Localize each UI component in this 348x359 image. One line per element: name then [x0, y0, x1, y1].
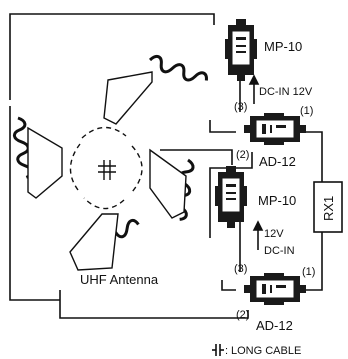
- mp10-top-unit-icon: [224, 18, 258, 82]
- ad12-bottom-label: AD-12: [256, 318, 293, 333]
- wire-top: [9, 13, 215, 100]
- uhf-antenna-label: UHF Antenna: [80, 272, 159, 287]
- wire-right-top: [300, 131, 323, 182]
- cable-coil-top-icon: [146, 52, 210, 88]
- power-arrow-top-icon: [248, 74, 260, 104]
- rx1-box: [313, 181, 343, 233]
- ad12-bottom-port-2: (2): [236, 309, 249, 321]
- ad12-top-port-2: (2): [236, 149, 249, 161]
- dc-in-top-label: DC-IN 12V: [259, 86, 313, 98]
- wire-ad-bottom-out: [59, 290, 249, 319]
- ad12-top-unit-icon: [243, 112, 307, 146]
- mp10-bottom-unit-icon: [214, 165, 248, 229]
- rx1-label: RX1: [321, 196, 336, 221]
- antenna-hub-icon: [98, 160, 116, 180]
- wire-ad-top-in: [209, 120, 236, 133]
- ad12-bottom-port-1: (1): [302, 266, 315, 278]
- ad12-bottom-port-3: (3): [234, 263, 247, 275]
- wire-ad-bottom-in: [221, 280, 236, 291]
- ad12-top-label: AD-12: [259, 154, 296, 169]
- wire-right-bottom: [300, 232, 323, 291]
- dc-bottom-12v-label: 12V: [264, 228, 284, 240]
- antenna-panel-icon: [27, 71, 187, 271]
- wire-left: [9, 106, 60, 301]
- ad12-top-port-1: (1): [300, 105, 313, 117]
- ad12-top-port-3: (3): [234, 101, 247, 113]
- legend-colon: :: [225, 345, 228, 357]
- mp10-bottom-label: MP-10: [258, 193, 296, 208]
- legend-text: LONG CABLE: [231, 345, 301, 357]
- antenna-rotation-arcs: [69, 126, 143, 210]
- long-cable-symbol-icon: [212, 344, 224, 356]
- dc-bottom-dcin-label: DC-IN: [264, 245, 295, 257]
- wire-antenna-mid: [160, 149, 233, 165]
- power-arrow-bottom-icon: [252, 220, 264, 250]
- mp10-top-label: MP-10: [264, 39, 302, 54]
- ad12-bottom-unit-icon: [243, 272, 307, 306]
